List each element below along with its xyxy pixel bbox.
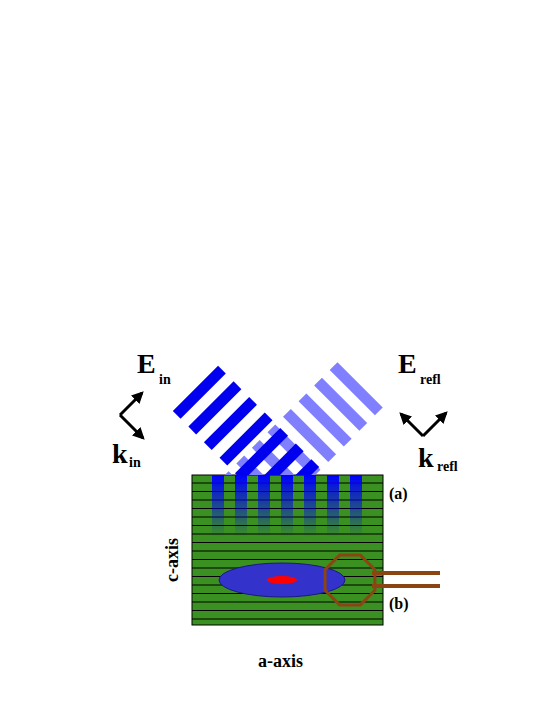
wavevector-symbol: k [112,440,128,468]
crystal [192,475,383,625]
axis-label: a-axis [258,652,303,670]
wavevector-arrow [120,415,143,438]
reflected-wave [221,362,383,475]
wavevector-symbol: k [418,444,434,472]
subscript: refl [437,460,458,474]
wave-stripe [350,475,362,537]
layer-line [192,542,383,543]
wave-stripe [251,444,304,475]
wave-stripe [304,475,316,537]
subscript: refl [420,373,441,387]
layer-line [192,551,383,552]
wave-stripe [281,475,293,537]
layer-line [192,610,383,611]
layer-line [192,619,383,620]
region-label: (a) [389,486,408,502]
field-arrow [401,414,423,436]
probe-coil [325,555,375,605]
wave-stripe [282,475,335,476]
incident-wave [173,366,335,475]
wave-stripe [212,475,224,537]
field-symbol: E [137,350,156,378]
probe-lead [372,584,440,588]
layer-line [192,602,383,603]
wave-stripe [258,475,270,537]
subscript: in [129,456,141,470]
subscript: in [159,373,171,387]
wave-stripe [327,475,339,537]
vortex-core [267,576,297,584]
wave-stripe [235,475,247,537]
layer-line [192,559,383,560]
region-label: (b) [389,596,409,612]
wave-stripe [330,362,383,415]
wavevector-arrow [423,413,446,436]
field-arrow [120,393,142,415]
field-symbol: E [398,350,417,378]
wave-stripe [266,459,319,475]
axis-label: c-axis [163,538,181,582]
probe-lead [372,571,440,575]
transmitted-wave [212,475,362,537]
